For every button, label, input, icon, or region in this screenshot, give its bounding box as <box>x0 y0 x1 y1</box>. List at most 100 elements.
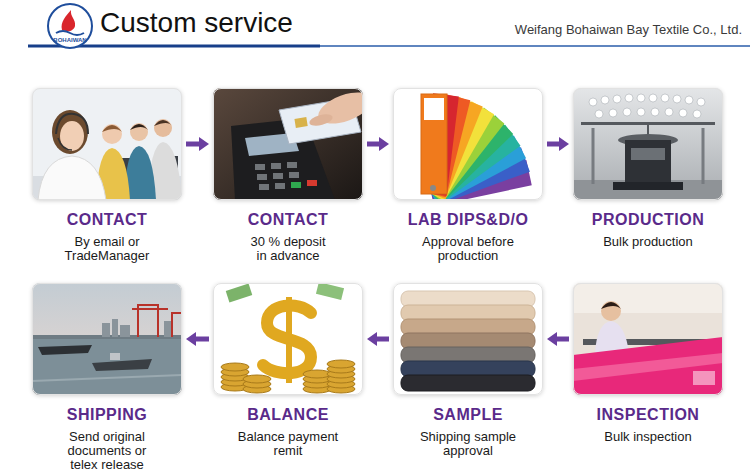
inspection-photo-part-part <box>573 283 723 395</box>
arrow-head <box>379 137 389 151</box>
port-photo-part-part-part <box>132 305 168 337</box>
flow-arrow <box>367 137 389 151</box>
inspection-photo-part-part <box>601 302 621 309</box>
call-center-photo-part-part <box>154 120 172 126</box>
port-photo-part-part-part <box>120 325 130 337</box>
money-photo-part-part <box>213 283 363 395</box>
knitting-machine-photo-part-part-part <box>661 94 669 102</box>
arrow-shaft <box>186 142 200 147</box>
logo-text: BOHAIWAN <box>48 37 92 44</box>
step-card: PRODUCTION Bulk production <box>573 88 723 249</box>
knitting-machine-photo-part-part-part <box>595 110 603 118</box>
step-heading: PRODUCTION <box>573 210 723 229</box>
card-payment-photo-part-part-part <box>289 172 299 178</box>
port-photo-part-part <box>110 353 120 360</box>
step-card: INSPECTIONBulk inspection <box>573 283 723 444</box>
arrow-head <box>367 332 377 346</box>
money-photo-part-part-part <box>243 375 271 383</box>
flow-arrow <box>367 332 389 346</box>
header-rule <box>28 46 750 47</box>
knitting-machine-photo-part-part <box>625 140 671 188</box>
colour-fan-photo-part-part <box>421 94 470 197</box>
fabric-stack-photo-part-part <box>393 283 543 395</box>
inspection-photo-part-part <box>693 371 715 385</box>
inspection-photo-part-part <box>573 337 723 395</box>
company-logo-part <box>56 31 84 35</box>
step-description: Bulk inspection <box>573 430 723 444</box>
photo-frame <box>393 283 543 395</box>
arrow-head <box>547 332 557 346</box>
card-payment-photo-part-part <box>291 182 301 188</box>
step-heading: CONTACT <box>213 210 363 229</box>
call-center-photo-part-part <box>130 124 148 130</box>
knitting-machine-photo-part-part-part <box>613 95 621 103</box>
company-logo <box>48 4 92 48</box>
knitting-machine-photo-part-part-part <box>637 94 645 102</box>
card-payment-photo-part-part <box>308 112 334 128</box>
money-photo-part-part <box>221 360 355 393</box>
knitting-machine-photo-part <box>573 88 723 200</box>
knitting-machine-photo-part-part <box>573 88 723 200</box>
port-photo-part-part-part <box>172 313 182 337</box>
flow-arrow <box>547 137 569 151</box>
call-center-photo-part-part <box>58 138 72 150</box>
colour-fan-photo-part-part <box>430 185 436 191</box>
knitting-machine-photo-part-part <box>631 148 665 160</box>
money-photo-part-part-part <box>327 360 355 368</box>
card-payment-photo-part-part-part <box>257 174 267 180</box>
port-photo-part-part-part <box>112 319 118 337</box>
knitting-machine-photo-part-part-part <box>679 109 687 117</box>
photo-frame <box>213 88 363 200</box>
step-description: 30 % deposit in advance <box>246 235 330 263</box>
fabric-stack-photo-part <box>393 283 543 395</box>
card-payment-photo-part-part-part <box>275 183 285 189</box>
company-name: Weifang Bohaiwan Bay Textile Co., Ltd. <box>515 22 742 38</box>
step-card: CONTACTBy email or TradeManager <box>32 88 182 263</box>
knitting-machine-photo-part-part <box>589 94 705 118</box>
knitting-machine-photo-part-part-part <box>685 96 693 104</box>
card-payment-photo-part-part-part <box>255 164 265 170</box>
port-photo-part-part <box>32 283 182 395</box>
inspection-photo-part <box>573 283 723 395</box>
port-photo-part-part <box>32 337 182 395</box>
port-photo <box>32 283 182 395</box>
card-payment-photo <box>213 86 376 200</box>
header-rule-part <box>28 45 750 47</box>
knitting-machine-photo-part-part-part <box>625 94 633 102</box>
card-payment-photo-part-part-part <box>271 163 281 169</box>
call-center-photo-part-part <box>52 110 88 154</box>
step-heading: SHIPPING <box>32 405 182 424</box>
knitting-machine-photo-part-part-part <box>651 108 659 116</box>
colour-fan-photo <box>393 88 543 206</box>
port-photo-part-part <box>38 345 92 355</box>
step-card: SHIPPINGSend original documents or telex… <box>32 283 182 472</box>
step-card: SAMPLEShipping sample approval <box>393 283 543 458</box>
flow-arrow <box>186 332 209 346</box>
knitting-machine-photo-part-part-part <box>697 98 705 106</box>
inspection-photo <box>573 283 723 395</box>
arrow-shaft <box>547 142 560 147</box>
port-photo-part <box>32 283 182 395</box>
card-payment-photo-part <box>213 88 363 200</box>
step-heading: SAMPLE <box>393 405 543 424</box>
card-payment-photo-part-part-part <box>287 162 297 168</box>
knitting-machine-photo <box>573 88 723 200</box>
colour-fan-photo-part-part <box>424 98 444 120</box>
step-heading: LAB DIPS&D/O <box>393 210 543 229</box>
step-heading: CONTACT <box>32 210 182 229</box>
flow-arrow <box>186 137 209 151</box>
call-center-photo <box>32 88 182 200</box>
knitting-machine-photo-part-part-part <box>601 96 609 104</box>
call-center-photo-part-part <box>38 156 106 200</box>
knitting-machine-photo-part-part-part <box>589 98 597 106</box>
port-photo-part-part <box>92 359 152 371</box>
call-center-photo-part-part <box>154 119 172 137</box>
fabric-stack-photo <box>393 283 543 395</box>
step-card: CONTACT 30 % deposit in advance <box>213 88 363 263</box>
step-description: Bulk production <box>573 235 723 249</box>
money-photo-part <box>213 283 363 395</box>
card-payment-photo-part-part <box>294 117 307 128</box>
knitting-machine-photo-part-part-part <box>693 110 701 118</box>
knitting-machine-photo-part-part <box>613 182 683 190</box>
